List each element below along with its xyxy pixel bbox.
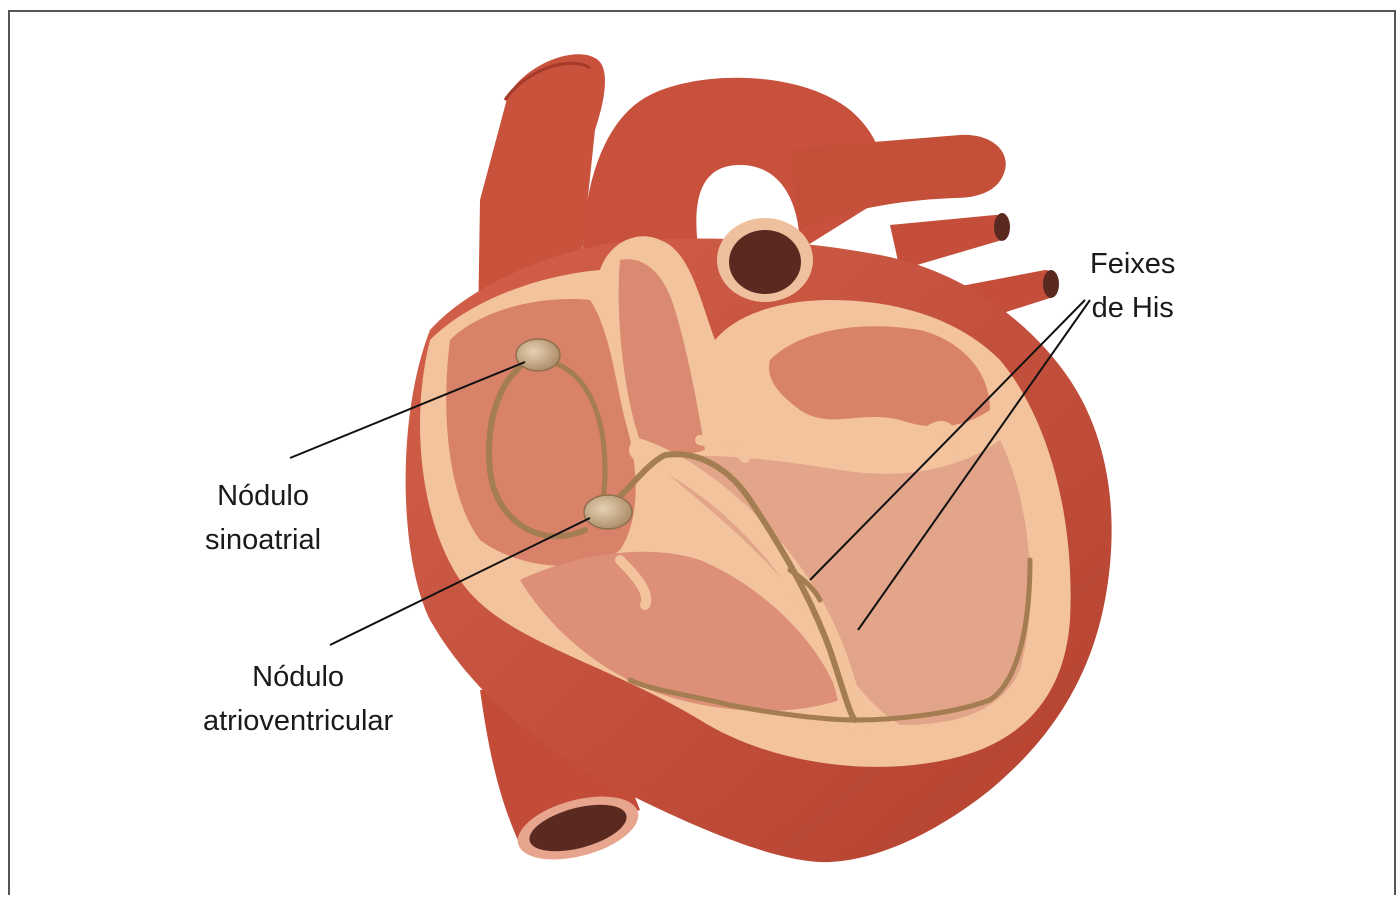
sa-node-label: Nódulo sinoatrial — [205, 474, 321, 562]
av-node-label-line2: atrioventricular — [203, 699, 393, 743]
av-node — [584, 495, 632, 529]
his-bundles-label: Feixes de His — [1090, 242, 1175, 330]
av-node-label-line1: Nódulo — [203, 655, 393, 699]
av-node-label: Nódulo atrioventricular — [203, 655, 393, 743]
sa-node — [516, 339, 560, 371]
sa-node-label-line1: Nódulo — [205, 474, 321, 518]
sa-node-label-line2: sinoatrial — [205, 518, 321, 562]
his-bundles-label-line1: Feixes — [1090, 242, 1175, 286]
his-bundles-label-line2: de His — [1090, 286, 1175, 330]
pulmonary-trunk — [717, 218, 813, 302]
